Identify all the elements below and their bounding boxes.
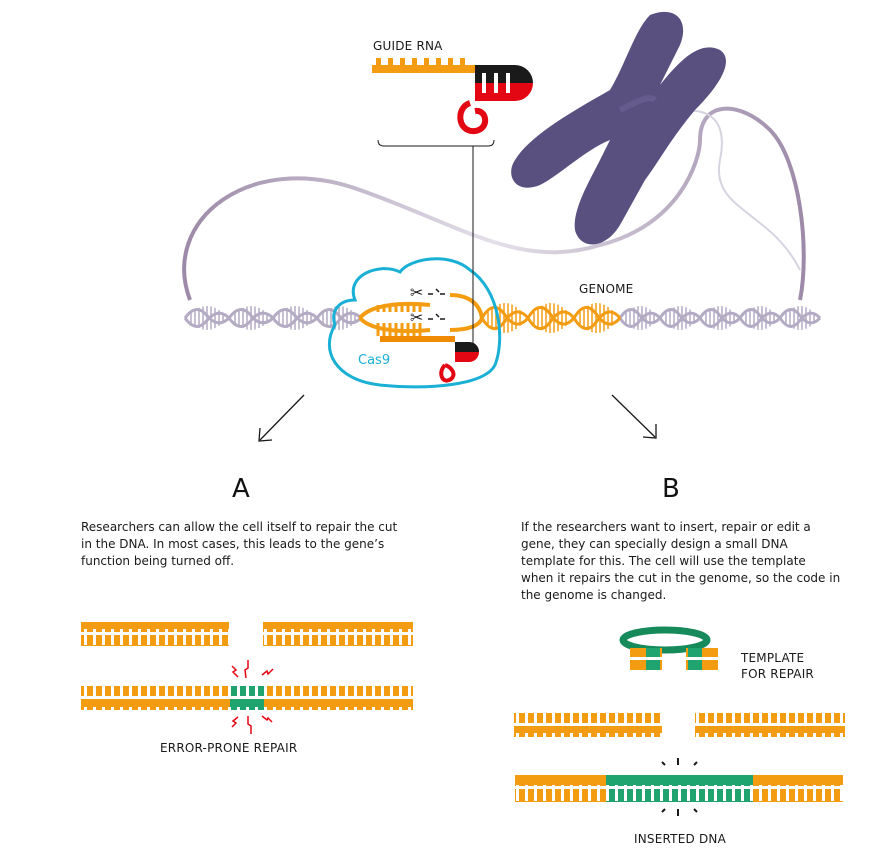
template-label-line1: TEMPLATE	[741, 651, 805, 665]
inserted-dna-label: INSERTED DNA	[634, 832, 726, 846]
rna-base	[388, 58, 393, 66]
cut-mark-top	[428, 288, 445, 295]
guide-rna-icon	[372, 58, 533, 134]
panel-a-line: Researchers can allow the cell itself to…	[81, 520, 398, 534]
panel-b-heading: B	[662, 474, 680, 504]
panel-a-description: Researchers can allow the cell itself to…	[81, 519, 397, 570]
template-for-repair-icon	[619, 626, 718, 670]
broken-dna-left-a	[81, 622, 229, 646]
arrow-to-b	[611, 394, 657, 439]
helix-turn	[480, 306, 530, 330]
genome-loop	[182, 106, 806, 301]
template-label-line2: FOR REPAIR	[741, 667, 814, 681]
cas9-protein-outline	[327, 257, 502, 389]
chromosome-icon	[511, 11, 726, 245]
inserted-dna-strand	[515, 775, 843, 802]
rna-base	[412, 58, 417, 66]
rna-base	[448, 58, 453, 66]
broken-dna-left-b	[514, 713, 662, 737]
repaired-dna-a	[81, 686, 413, 710]
cas9-label: Cas9	[358, 353, 391, 368]
broken-dna-right-a	[263, 622, 413, 646]
template-for-repair-label: TEMPLATE FOR REPAIR	[741, 650, 814, 682]
panel-a-line: in the DNA. In most cases, this leads to…	[81, 537, 385, 551]
cut-mark-bottom	[428, 313, 445, 320]
panel-b-description: If the researchers want to insert, repai…	[521, 519, 840, 604]
panel-b-line: If the researchers want to insert, repai…	[521, 520, 811, 534]
helix-turn	[572, 306, 622, 330]
rna-base	[424, 58, 429, 66]
genome-label: GENOME	[579, 282, 634, 296]
helix-turn	[526, 306, 576, 330]
rna-base	[376, 58, 381, 66]
panel-b-line: gene, they can specially design a small …	[521, 537, 788, 551]
panel-b-line: when it repairs the cut in the genome, s…	[521, 571, 841, 585]
error-prone-repair-label: ERROR-PRONE REPAIR	[160, 741, 298, 755]
scissors-icon-top: ✂	[410, 283, 423, 302]
guide-rna-label: GUIDE RNA	[373, 39, 443, 53]
error-sparks-icon	[231, 660, 274, 734]
rna-base	[400, 58, 405, 66]
scissors-icon-bottom: ✂	[410, 308, 423, 327]
insert-marks-icon	[661, 758, 698, 816]
panel-a-line: function being turned off.	[81, 554, 235, 568]
arrow-to-a	[258, 394, 305, 442]
broken-dna-right-b	[695, 713, 845, 737]
guide-rna-bracket	[377, 139, 495, 147]
dna-helix-orange	[480, 303, 622, 333]
panel-a-heading: A	[232, 474, 250, 504]
rna-base	[436, 58, 441, 66]
panel-b-line: template for this. The cell will use the…	[521, 554, 806, 568]
panel-b-line: the genome is changed.	[521, 588, 667, 602]
dna-helix-gray-right	[618, 306, 822, 330]
dna-helix-gray-left	[183, 306, 363, 330]
rna-base	[460, 58, 465, 66]
